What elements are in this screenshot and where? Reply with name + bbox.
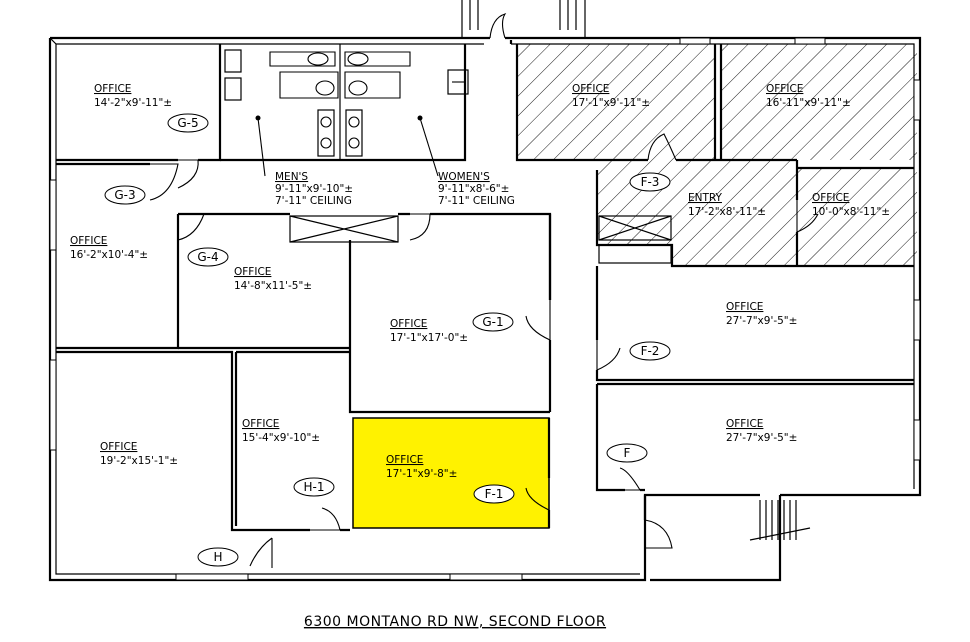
office-sw-dims: 19'-2"x15'-1"± bbox=[100, 455, 178, 467]
hatch-office-n2 bbox=[721, 44, 917, 160]
office-n1-dims: 17'-1"x9'-11"± bbox=[572, 97, 650, 109]
tag-h: H bbox=[213, 550, 222, 564]
office-g4-name: OFFICE bbox=[234, 266, 271, 278]
tag-f3: F-3 bbox=[641, 175, 660, 189]
tag-f3-bubble bbox=[629, 172, 671, 192]
tag-g4: G-4 bbox=[197, 250, 218, 264]
office-g1-name: OFFICE bbox=[390, 318, 427, 330]
tag-f-bubble bbox=[606, 443, 648, 463]
tag-g5: G-5 bbox=[177, 116, 198, 130]
office-g1-dims: 17'-1"x17'-0"± bbox=[390, 332, 468, 344]
office-g4-dims: 14'-8"x11'-5"± bbox=[234, 280, 312, 292]
tag-f2-bubble bbox=[629, 341, 671, 361]
north-stair bbox=[461, 0, 586, 39]
womens-ceiling: 7'-11" CEILING bbox=[438, 195, 515, 207]
tag-h-bubble bbox=[197, 547, 239, 567]
room-labels: OFFICE 14'-2"x9'-11"± OFFICE 16'-2"x10'-… bbox=[70, 83, 890, 480]
entry-dims: 17'-2"x8'-11"± bbox=[688, 206, 766, 218]
hatch-office-n1 bbox=[517, 44, 715, 160]
tag-g1: G-1 bbox=[482, 315, 503, 329]
tag-g4-bubble bbox=[187, 247, 229, 267]
entry-name: ENTRY bbox=[688, 192, 723, 204]
tag-g5-bubble bbox=[167, 113, 209, 133]
office-n2-dims: 16'-11"x9'-11"± bbox=[766, 97, 851, 109]
interior-walls bbox=[56, 40, 914, 532]
office-f-name: OFFICE bbox=[726, 418, 763, 430]
windows bbox=[49, 37, 921, 581]
office-ne-dims: 10'-0"x8'-11"± bbox=[812, 206, 890, 218]
office-n1-name: OFFICE bbox=[572, 83, 609, 95]
office-h1-dims: 15'-4"x9'-10"± bbox=[242, 432, 320, 444]
womens-dims: 9'-11"x8'-6"± bbox=[438, 183, 509, 195]
hatched-suite bbox=[517, 44, 917, 266]
tag-f: F bbox=[624, 446, 631, 460]
hatch-entry bbox=[597, 160, 917, 266]
restroom-fixtures bbox=[224, 49, 469, 177]
tag-h1-bubble bbox=[293, 477, 335, 497]
office-ne-name: OFFICE bbox=[812, 192, 849, 204]
tag-g3: G-3 bbox=[114, 188, 135, 202]
office-f2-dims: 27'-7"x9'-5"± bbox=[726, 315, 797, 327]
office-n2-name: OFFICE bbox=[766, 83, 803, 95]
tag-g3-bubble bbox=[104, 185, 146, 205]
room-tags bbox=[104, 113, 671, 567]
office-f2-name: OFFICE bbox=[726, 301, 763, 313]
tag-h1: H-1 bbox=[304, 480, 325, 494]
door-swings bbox=[149, 133, 819, 568]
office-sw-name: OFFICE bbox=[100, 441, 137, 453]
mens-ceiling: 7'-11" CEILING bbox=[275, 195, 352, 207]
office-g3-name: OFFICE bbox=[70, 235, 107, 247]
tag-f2: F-2 bbox=[641, 344, 660, 358]
plan-title: 6300 MONTANO RD NW, SECOND FLOOR bbox=[304, 614, 606, 630]
office-nw-name: OFFICE bbox=[94, 83, 131, 95]
womens-name: WOMEN'S bbox=[438, 171, 490, 183]
mens-name: MEN'S bbox=[275, 171, 308, 183]
office-g3-dims: 16'-2"x10'-4"± bbox=[70, 249, 148, 261]
office-f1-name: OFFICE bbox=[386, 454, 423, 466]
tag-f1: F-1 bbox=[485, 487, 504, 501]
office-h1-name: OFFICE bbox=[242, 418, 279, 430]
mens-dims: 9'-11"x9'-10"± bbox=[275, 183, 353, 195]
tag-g1-bubble bbox=[472, 312, 514, 332]
office-f1-dims: 17'-1"x9'-8"± bbox=[386, 468, 457, 480]
office-f-dims: 27'-7"x9'-5"± bbox=[726, 432, 797, 444]
office-nw-dims: 14'-2"x9'-11"± bbox=[94, 97, 172, 109]
south-east-stair bbox=[643, 495, 811, 582]
tag-f1-bubble bbox=[473, 484, 515, 504]
